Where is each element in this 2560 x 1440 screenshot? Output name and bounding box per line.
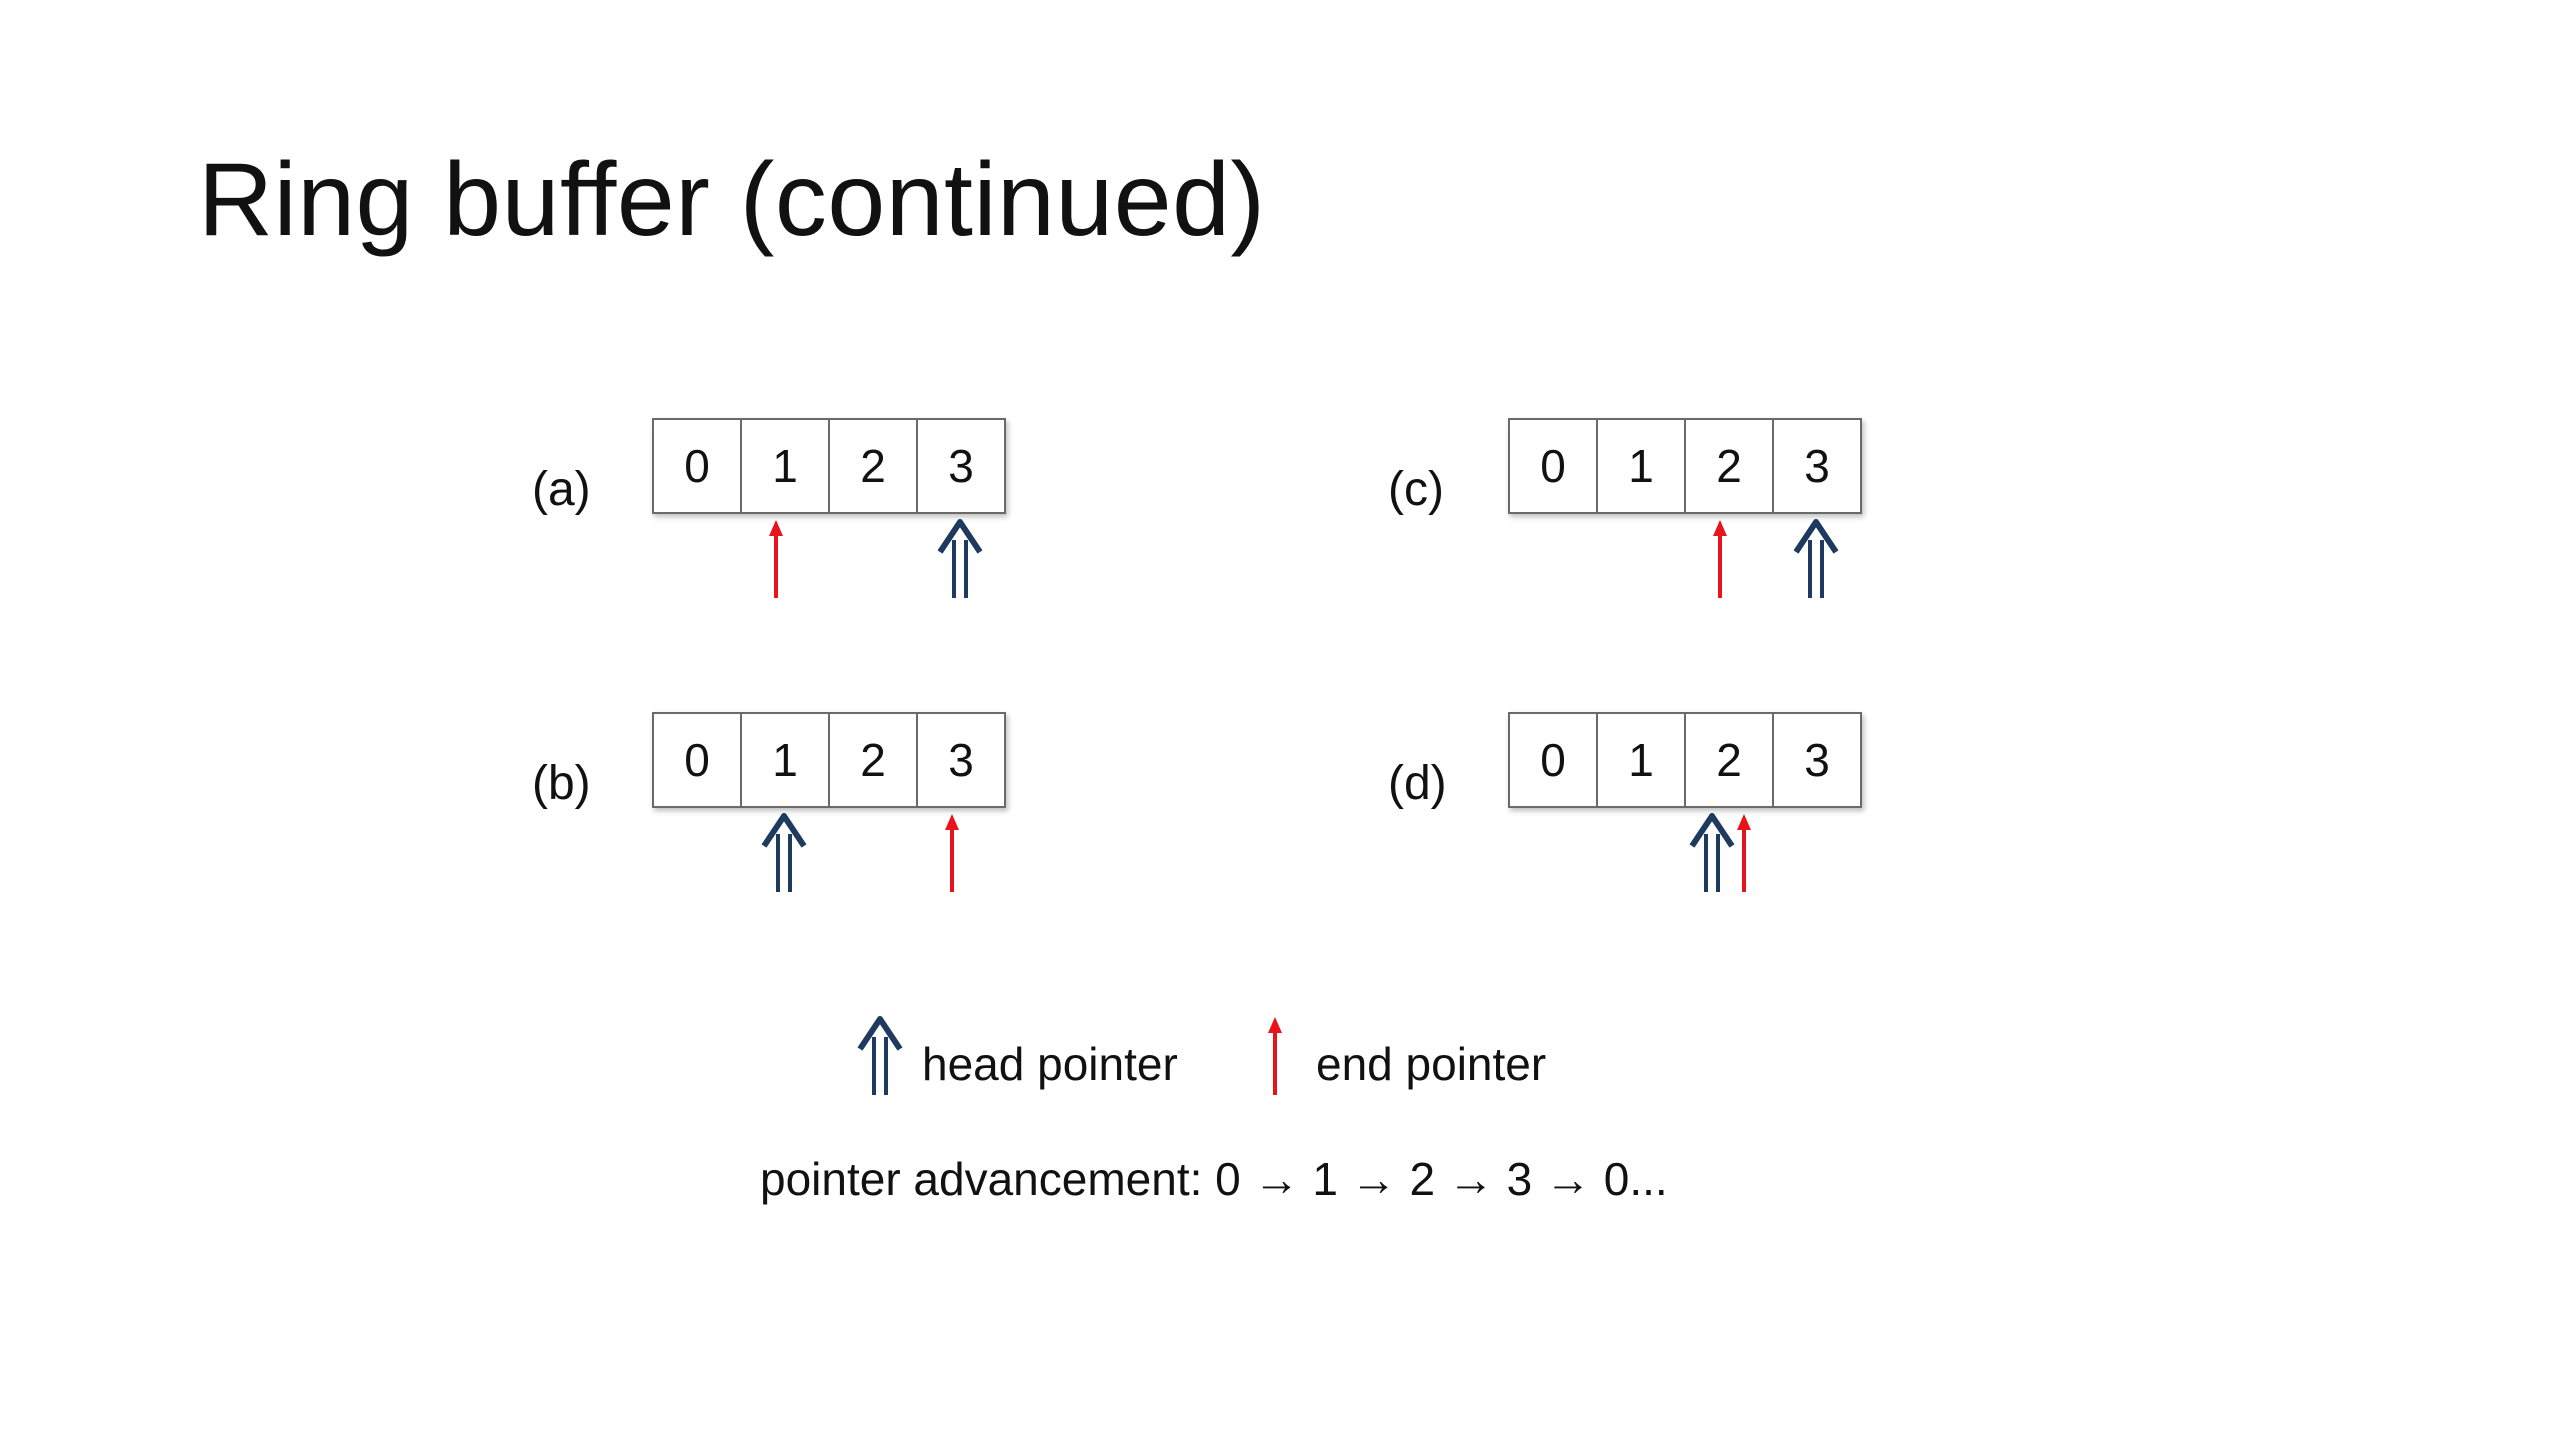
end-pointer-arrow [1737, 814, 1751, 892]
buffer-cell: 0 [1508, 712, 1598, 808]
legend-end-label: end pointer [1316, 1038, 1547, 1090]
ring-buffer-panel-a: (a) 0 1 2 3 [532, 418, 1092, 638]
buffer-cell: 2 [1684, 418, 1774, 514]
buffer-cell: 0 [652, 712, 742, 808]
panel-label: (a) [532, 463, 591, 516]
head-pointer-arrow [1689, 813, 1735, 892]
legend-head-label: head pointer [922, 1038, 1178, 1090]
head-pointer-arrow [761, 813, 807, 892]
end-pointer-arrow [769, 520, 783, 598]
ring-buffer-panel-d: (d) 0 1 2 3 [1388, 712, 1948, 932]
buffer-cells: 0 1 2 3 [652, 418, 1006, 514]
head-pointer-arrow [937, 519, 983, 598]
buffer-cell: 0 [652, 418, 742, 514]
panel-label: (c) [1388, 463, 1444, 516]
panel-label: (d) [1388, 757, 1447, 810]
buffer-cell: 0 [1508, 418, 1598, 514]
pointer-advancement-note: pointer advancement: 0 → 1 → 2 → 3 → 0..… [760, 1153, 1668, 1205]
buffer-cell: 3 [916, 418, 1006, 514]
ring-buffer-panel-b: (b) 0 1 2 3 [532, 712, 1092, 932]
ring-buffer-panel-c: (c) 0 1 2 3 [1388, 418, 1948, 638]
buffer-cell: 2 [828, 418, 918, 514]
buffer-cell: 1 [1596, 712, 1686, 808]
buffer-cells: 0 1 2 3 [1508, 418, 1862, 514]
buffer-cells: 0 1 2 3 [652, 712, 1006, 808]
buffer-cell: 1 [740, 418, 830, 514]
end-pointer-arrow [945, 814, 959, 892]
panel-label: (b) [532, 757, 591, 810]
buffer-cell: 3 [916, 712, 1006, 808]
end-pointer-arrow [1713, 520, 1727, 598]
buffer-cell: 1 [1596, 418, 1686, 514]
buffer-cell: 2 [828, 712, 918, 808]
buffer-cell: 3 [1772, 418, 1862, 514]
legend-end-pointer: end pointer [1250, 1015, 1670, 1095]
buffer-cell: 1 [740, 712, 830, 808]
buffer-cell: 3 [1772, 712, 1862, 808]
legend-head-pointer: head pointer [850, 1015, 1410, 1095]
thin-red-up-arrow-icon [1268, 1017, 1282, 1095]
slide-title: Ring buffer (continued) [198, 142, 1266, 258]
head-pointer-arrow [1793, 519, 1839, 598]
double-line-up-arrow-icon [857, 1016, 903, 1095]
buffer-cells: 0 1 2 3 [1508, 712, 1862, 808]
buffer-cell: 2 [1684, 712, 1774, 808]
